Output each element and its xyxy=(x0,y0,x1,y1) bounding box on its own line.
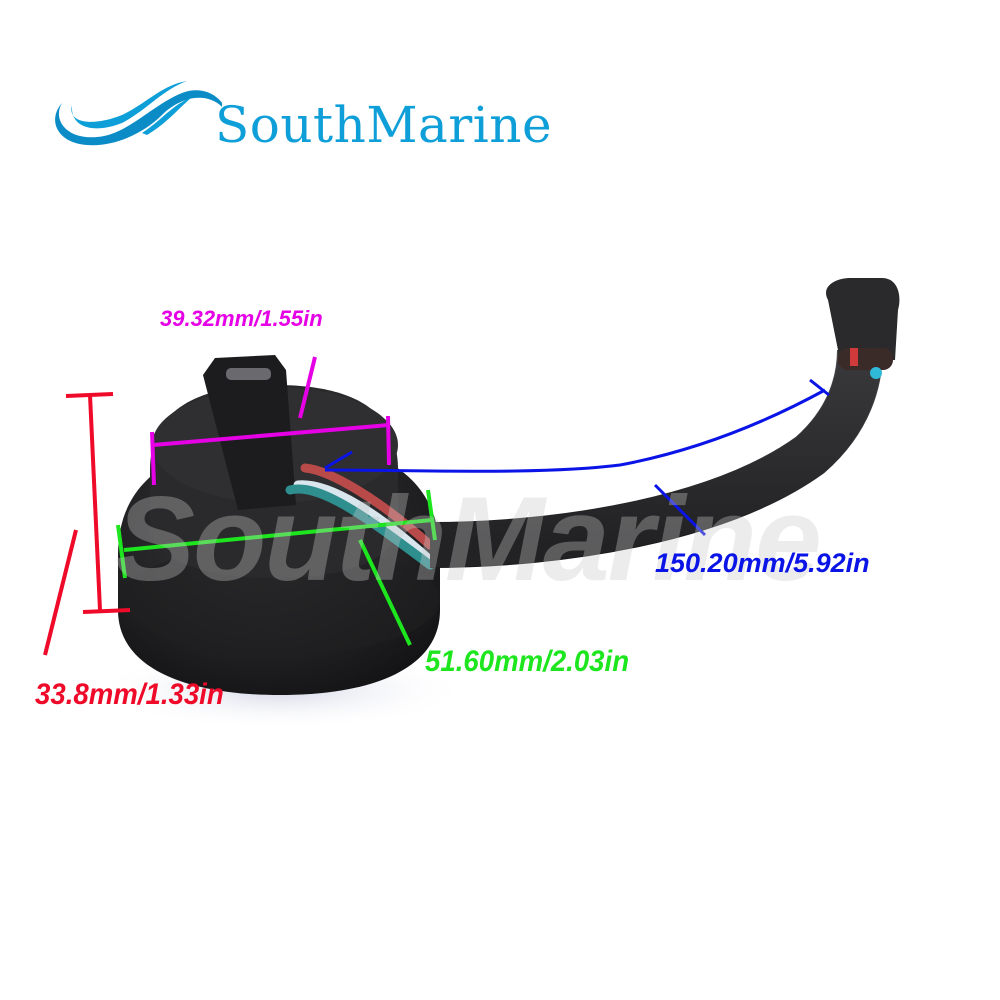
cable-length-line xyxy=(324,378,830,537)
height-bracket xyxy=(43,392,131,656)
cable-length-label: 150.20mm/5.92in xyxy=(655,548,870,578)
base-diameter-label: 51.60mm/2.03in xyxy=(425,645,630,678)
height-label: 33.8mm/1.33in xyxy=(35,678,224,711)
top-width-bracket xyxy=(150,356,391,486)
wave-icon xyxy=(55,81,222,146)
top-width-label: 39.32mm/1.55in xyxy=(160,306,323,331)
diameter-bracket xyxy=(116,489,437,646)
brand-name: SouthMarine xyxy=(215,96,553,154)
watermark: SouthMarine xyxy=(115,472,822,606)
